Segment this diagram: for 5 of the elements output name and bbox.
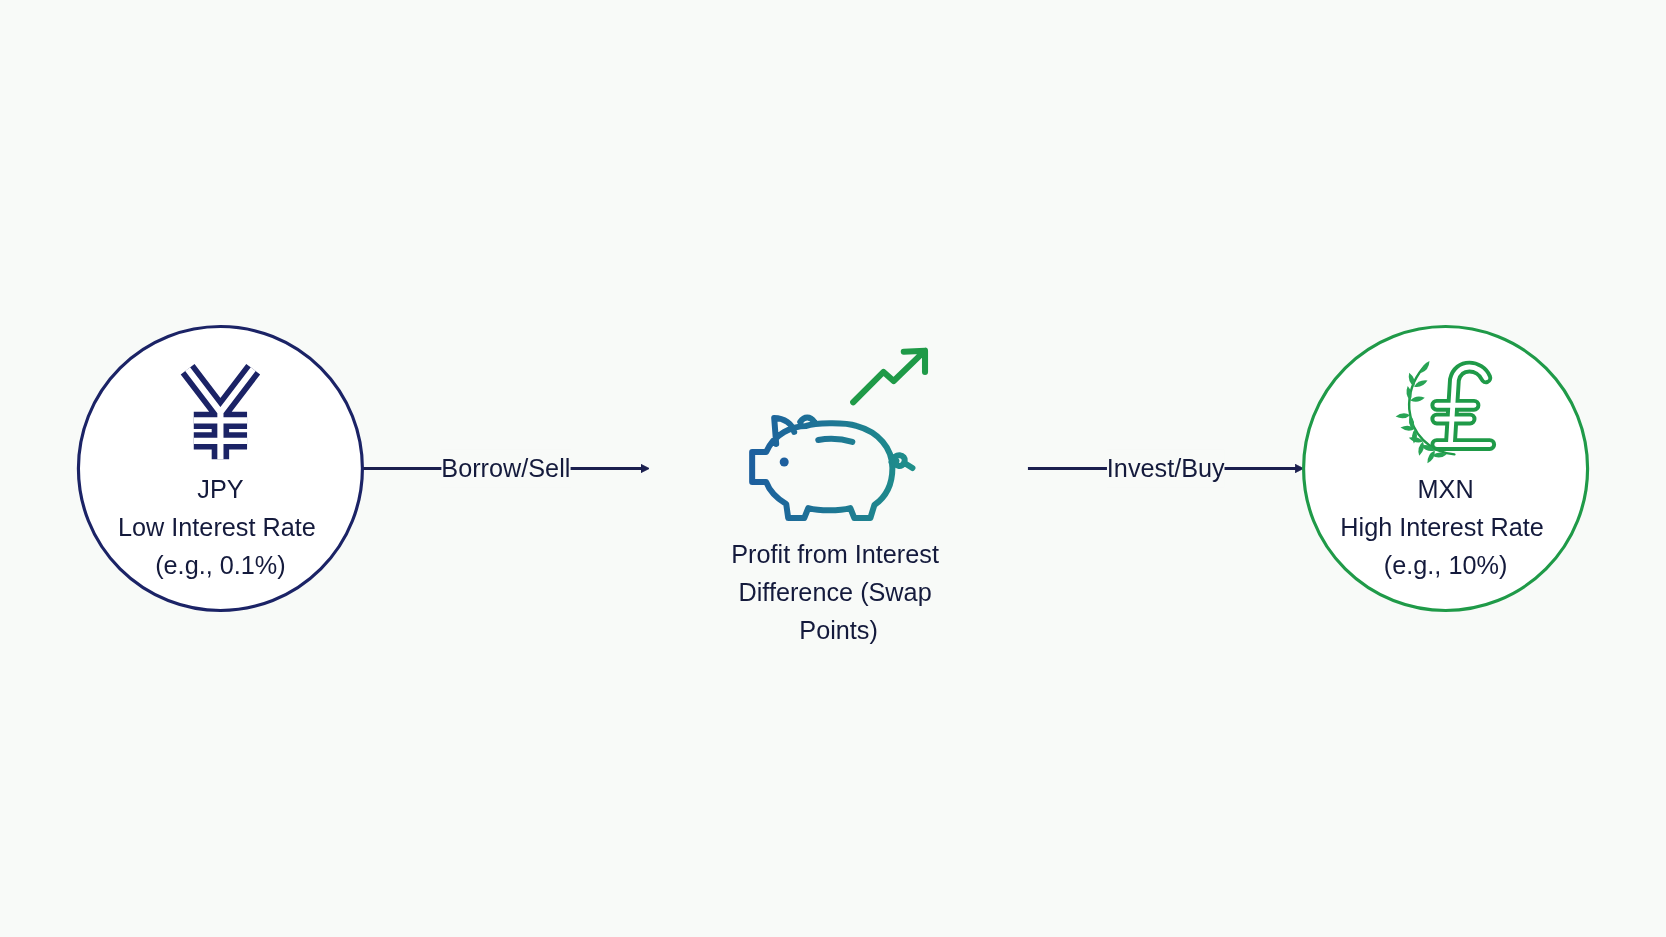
node-circle: MXN High Interest Rate (e.g., 10%)	[1302, 324, 1590, 613]
edge-label: Borrow/Sell	[441, 453, 571, 483]
node-circle: JPY Low Interest Rate (e.g., 0.1%)	[76, 324, 364, 613]
node-text: Profit from Interest Difference (Swap Points)	[731, 540, 939, 645]
edge-label: Invest/Buy	[1106, 453, 1225, 483]
